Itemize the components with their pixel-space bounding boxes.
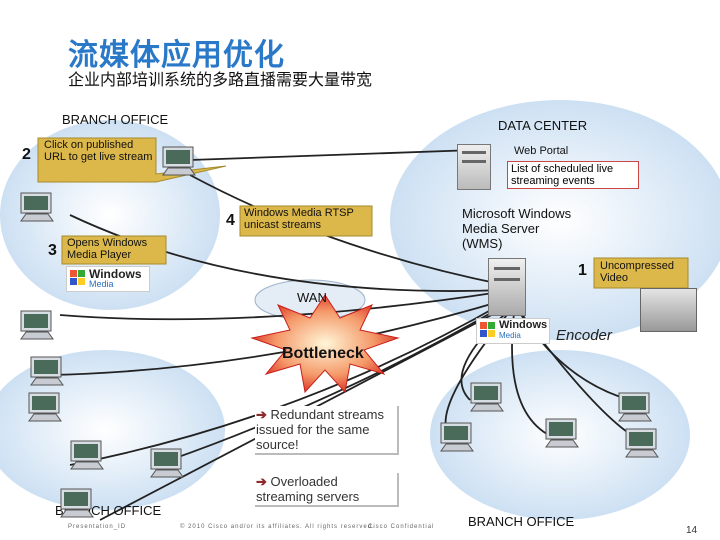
footer-confidential: Cisco Confidential bbox=[368, 524, 435, 530]
step-3-text: Opens Windows Media Player bbox=[67, 237, 148, 261]
media-logo-text: Media bbox=[499, 331, 521, 340]
overloaded-note: ➔ Overloaded streaming servers bbox=[255, 473, 399, 507]
footer-copyright: © 2010 Cisco and/or its affiliates. All … bbox=[180, 524, 375, 530]
overloaded-note-text: Overloaded streaming servers bbox=[256, 474, 360, 504]
web-portal-label: Web Portal bbox=[514, 145, 569, 157]
redundant-note: ➔ Redundant streams issued for the same … bbox=[255, 406, 399, 455]
windows-logo-text: Windows bbox=[89, 267, 142, 281]
right-arrow-icon: ➔ bbox=[256, 474, 267, 489]
step-3-number: 3 bbox=[48, 242, 57, 259]
branch-top-label: BRANCH OFFICE bbox=[62, 112, 169, 127]
computer-icon bbox=[470, 382, 504, 412]
computer-icon bbox=[30, 356, 64, 386]
computer-icon bbox=[162, 146, 196, 176]
page-number: 14 bbox=[686, 525, 698, 536]
windows-media-logo-right: Windows Media bbox=[476, 318, 550, 344]
step-1-number: 1 bbox=[578, 262, 587, 279]
computer-icon bbox=[150, 448, 184, 478]
step-4-number: 4 bbox=[226, 212, 235, 229]
computer-icon bbox=[545, 418, 579, 448]
computer-icon bbox=[28, 392, 62, 422]
step-2-text: Click on published URL to get live strea… bbox=[44, 139, 153, 163]
computer-icon bbox=[440, 422, 474, 452]
encoder-label: Encoder bbox=[556, 327, 612, 344]
encoder-device-icon bbox=[640, 288, 697, 332]
wms-server-icon bbox=[488, 258, 526, 316]
wms-label: Microsoft Windows Media Server (WMS) bbox=[462, 206, 572, 251]
step-1-text: Uncompressed Video bbox=[600, 260, 674, 284]
windows-media-logo-left: Windows Media bbox=[66, 266, 150, 292]
branch-bottom-right-label: BRANCH OFFICE bbox=[468, 514, 575, 529]
computer-icon bbox=[20, 310, 54, 340]
computer-icon bbox=[618, 392, 652, 422]
windows-flag-icon bbox=[480, 322, 496, 338]
bottleneck-label: Bottleneck bbox=[282, 345, 364, 362]
computer-icon bbox=[60, 488, 94, 518]
page-subtitle: 企业内部培训系统的多路直播需要大量带宽 bbox=[68, 70, 373, 89]
footer-presentation-id: Presentation_ID bbox=[68, 524, 127, 530]
portal-list-box: List of scheduled live streaming events bbox=[507, 161, 639, 189]
step-2-callout-shape bbox=[37, 137, 227, 183]
redundant-note-text: Redundant streams issued for the same so… bbox=[256, 407, 384, 452]
step-2-number: 2 bbox=[22, 146, 31, 163]
right-arrow-icon: ➔ bbox=[256, 407, 267, 422]
windows-flag-icon bbox=[70, 270, 86, 286]
windows-logo-text: Windows bbox=[499, 319, 548, 331]
bottleneck-burst bbox=[250, 294, 400, 394]
data-center-label: DATA CENTER bbox=[498, 118, 588, 133]
wan-label: WAN bbox=[297, 290, 327, 305]
media-logo-text: Media bbox=[89, 279, 114, 289]
page-title: 流媒体应用优化 bbox=[68, 38, 285, 73]
computer-icon bbox=[70, 440, 104, 470]
step-4-text: Windows Media RTSP unicast streams bbox=[244, 207, 354, 231]
computer-icon bbox=[625, 428, 659, 458]
computer-icon bbox=[20, 192, 54, 222]
step-3-callout-shape bbox=[61, 235, 167, 265]
step-4-callout-shape bbox=[239, 205, 373, 237]
web-portal-server-icon bbox=[457, 144, 491, 190]
